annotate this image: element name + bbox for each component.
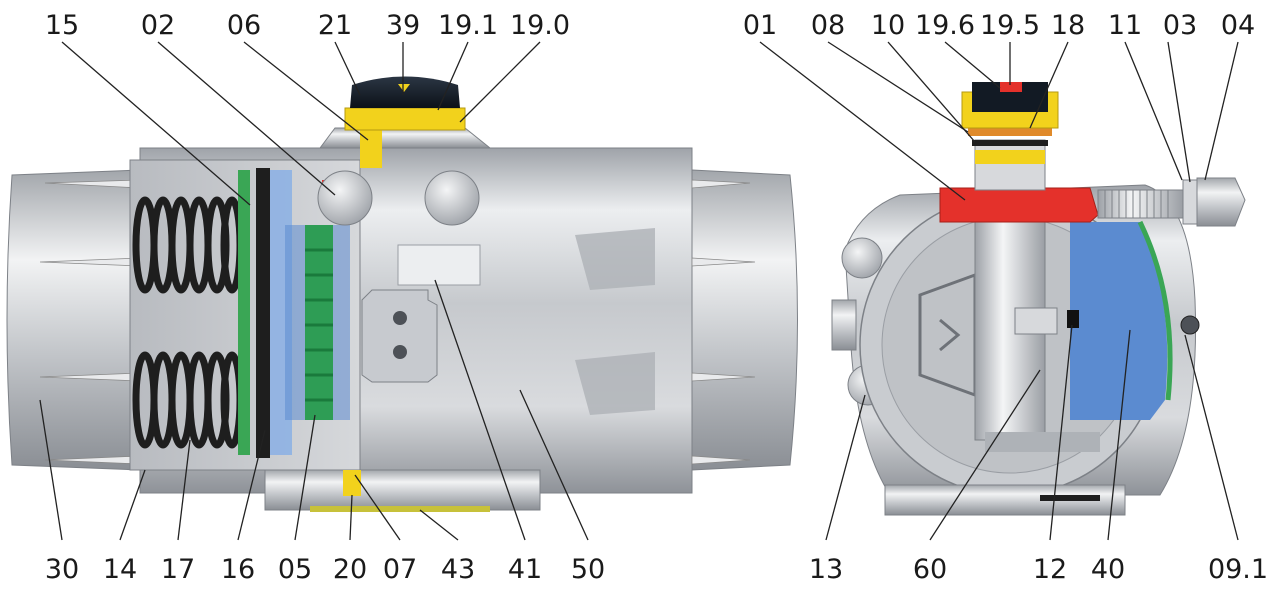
pinion-collar: [1014, 307, 1058, 335]
callout-19-1: 19.1: [438, 10, 498, 41]
red-bracket: [939, 187, 1099, 223]
callout-08: 08: [811, 10, 845, 41]
callout-10: 10: [871, 10, 905, 41]
callout-39: 39: [386, 10, 420, 41]
indicator-dial: [350, 76, 460, 108]
namur-port-2: [393, 345, 407, 359]
callout-43: 43: [441, 554, 475, 585]
callout-05: 05: [278, 554, 312, 585]
indicator-base: [360, 128, 382, 168]
top-housing: [319, 127, 492, 149]
top-red-mark: [1000, 82, 1022, 92]
callout-04: 04: [1221, 10, 1255, 41]
callout-20: 20: [333, 554, 367, 585]
callout-01: 01: [743, 10, 777, 41]
namur-port-1: [393, 311, 407, 325]
label-plate: [397, 244, 481, 286]
base-plate: [310, 506, 490, 512]
callout-40: 40: [1091, 554, 1125, 585]
top-shaft-stack: [974, 139, 1046, 191]
end-piston-blue: [1070, 222, 1168, 420]
end-cap-left: [6, 169, 141, 471]
namur-port-block: [361, 289, 438, 383]
body-groove-upper: [575, 228, 655, 290]
callout-06: 06: [227, 10, 261, 41]
callout-21: 21: [318, 10, 352, 41]
bottom-shim: [1040, 495, 1100, 501]
callout-12: 12: [1033, 554, 1067, 585]
actuator-side-section: [6, 76, 798, 512]
ring-black: [972, 140, 1048, 146]
cap-fins-right: [691, 179, 756, 465]
indicator-collar: [344, 107, 466, 131]
body-groove-lower: [575, 352, 655, 415]
bottom-insert: [343, 470, 361, 496]
callout-16: 16: [221, 554, 255, 585]
leader-lines: [39, 41, 1239, 541]
ring-yellow: [975, 150, 1045, 164]
callout-41: 41: [508, 554, 542, 585]
callout-18: 18: [1051, 10, 1085, 41]
actuator-end-section: [831, 82, 1246, 516]
bolt-thread: [1104, 190, 1169, 218]
hex-boss-1: [317, 170, 373, 226]
indicator-arrow: [398, 84, 410, 92]
piston-seal: [238, 170, 250, 455]
callout-labels: 15 02 06 21 39 19.1 19.0 30 14 17 16 05 …: [45, 10, 1268, 585]
callout-50: 50: [571, 554, 605, 585]
lobe-upper: [841, 237, 883, 279]
rack-green: [305, 225, 333, 420]
bolt-washer: [1182, 179, 1198, 225]
spring-upper: [132, 196, 244, 294]
piston-guide: [256, 168, 270, 458]
callout-19-0: 19.0: [510, 10, 570, 41]
callout-19-6: 19.6: [915, 10, 975, 41]
bottom-flange: [264, 469, 541, 511]
callout-17: 17: [161, 554, 195, 585]
ring-orange: [968, 128, 1052, 136]
callout-13: 13: [809, 554, 843, 585]
callout-11: 11: [1108, 10, 1142, 41]
hex-boss-2: [424, 170, 480, 226]
callout-07: 07: [383, 554, 417, 585]
spring-lower: [132, 351, 244, 449]
bottom-bushing: [985, 432, 1100, 452]
bolt-hex-nut: [1196, 177, 1246, 227]
callout-14: 14: [103, 554, 137, 585]
rack-teeth: [305, 248, 333, 402]
callout-02: 02: [141, 10, 175, 41]
callout-19-5: 19.5: [980, 10, 1040, 41]
callout-30: 30: [45, 554, 79, 585]
callout-09-1: 09.1: [1208, 554, 1268, 585]
end-cap-right: [691, 169, 798, 471]
pinion-key: [1067, 310, 1079, 328]
callout-60: 60: [913, 554, 947, 585]
side-hole: [1180, 315, 1200, 335]
callout-15: 15: [45, 10, 79, 41]
end-left-boss: [831, 299, 857, 351]
end-piston-seal: [1137, 220, 1173, 401]
callout-03: 03: [1163, 10, 1197, 41]
